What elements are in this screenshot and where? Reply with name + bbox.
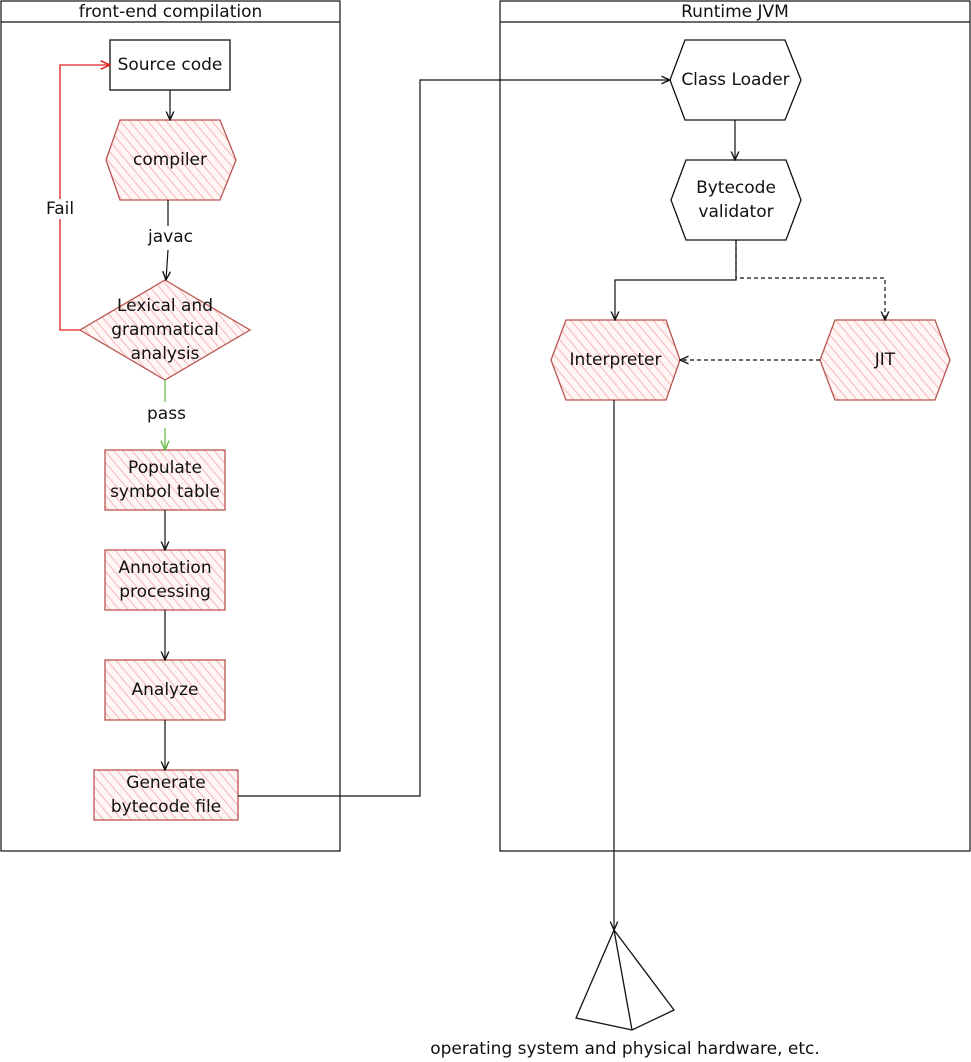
compiler-hexagon [105, 119, 237, 201]
os-hardware-pyramid [575, 928, 675, 1031]
lexical-label: Lexical and grammatical analysis [111, 296, 219, 364]
populate-label: Populate symbol table [110, 458, 220, 502]
edge-validator-to-interpreter [615, 240, 737, 320]
interpreter-label: Interpreter [569, 350, 662, 370]
analyze-label: Analyze [131, 680, 199, 700]
source-code-label: Source code [117, 55, 223, 75]
lane-title-front-end: front-end compilation [78, 2, 263, 22]
edge-validator-to-jit [735, 240, 885, 320]
interpreter-hexagon [550, 319, 681, 401]
bytecode-validator-label: Bytecode validator [696, 178, 776, 222]
edge-label-pass: pass [145, 404, 188, 424]
lane-title-runtime: Runtime JVM [681, 2, 789, 22]
generate-bytecode-box [93, 769, 239, 821]
generate-label: Generate bytecode file [110, 773, 222, 817]
compiler-label: compiler [133, 150, 207, 170]
edge-compiler-to-lexical [166, 200, 168, 280]
source-code-box [109, 39, 231, 91]
bytecode-validator-hexagon [670, 159, 802, 241]
class-loader-label: Class Loader [681, 70, 790, 90]
annotation-label: Annotation processing [118, 558, 212, 602]
lane-runtime-jvm [499, 0, 971, 852]
edge-generate-to-class-loader [238, 80, 670, 797]
lane-front-end [0, 0, 341, 852]
edge-label-javac: javac [146, 227, 195, 247]
os-hardware-label: operating system and physical hardware, … [430, 1039, 820, 1059]
edge-label-fail: Fail [44, 199, 77, 219]
analyze-box [104, 659, 226, 721]
edge-lexical-fail-to-source [59, 65, 110, 331]
jit-label: JIT [874, 350, 896, 370]
